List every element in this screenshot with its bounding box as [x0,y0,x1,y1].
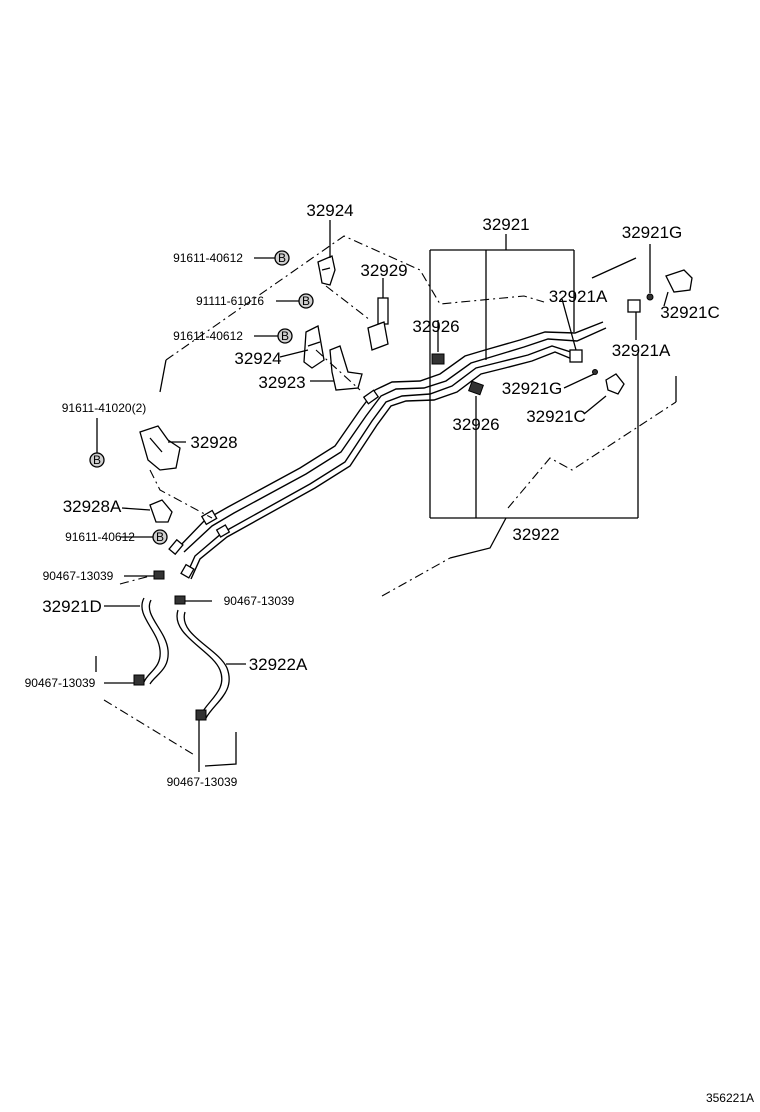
label-91611-41020: 91611-41020(2) [62,401,147,415]
label-32926-left: 32926 [412,317,459,336]
union-32921a [569,299,641,363]
tube-clip [215,524,231,538]
part-labels: 32924 32921 32921G 91611-40612 32929 329… [25,201,754,1105]
label-32921: 32921 [482,215,529,234]
label-32921a-right: 32921A [612,341,671,360]
label-32924-top: 32924 [306,201,353,220]
label-90467-13039-b: 90467-13039 [224,594,295,608]
label-32921g-top: 32921G [622,223,683,242]
label-32921a-top: 32921A [549,287,608,306]
seal-32921g [592,369,598,375]
bolt-marker-icon: B [152,529,168,545]
seal-32921g [646,293,654,301]
bolt-marker-icon: B [277,328,293,344]
bolt-marker-icon: B [89,452,105,468]
bolt-marker-icon: B [298,293,314,309]
label-90467-13039-a: 90467-13039 [43,569,114,583]
tube-fitting [180,563,195,579]
grommet-32926-left [431,353,445,365]
label-32921c-mid: 32921C [526,407,586,426]
bracket-32923 [329,345,363,391]
hose-clips [133,570,207,721]
svg-text:B: B [156,530,164,544]
label-90467-13039-d: 90467-13039 [167,775,238,789]
clamp-32928a [149,499,173,523]
brake-tube-assembly [168,321,607,580]
hose-32921d [141,597,169,685]
svg-text:B: B [302,294,310,308]
label-32922a: 32922A [249,655,308,674]
label-32921d: 32921D [42,597,102,616]
label-32921c-top: 32921C [660,303,720,322]
svg-text:B: B [278,251,286,265]
svg-text:B: B [281,329,289,343]
label-91611-40612-b: 91611-40612 [173,329,243,343]
grommet-32926-mid [468,380,484,396]
hose-32922a [176,609,230,719]
bracket-32924-top [317,255,336,286]
label-32929: 32929 [360,261,407,280]
label-90467-13039-c: 90467-13039 [25,676,96,690]
label-91611-40612-c: 91611-40612 [65,530,135,544]
label-91111-61016: 91111-61016 [196,294,264,308]
tube-clip [362,389,380,405]
tube-clip [200,509,218,526]
label-32926-mid: 32926 [452,415,499,434]
clamp-32929 [367,297,389,351]
label-32921g-mid: 32921G [502,379,563,398]
label-32922: 32922 [512,525,559,544]
figure-id: 356221A [706,1091,754,1105]
tube-fitting [168,538,184,556]
leader-lines [95,220,677,772]
label-91611-40612-a: 91611-40612 [173,251,243,265]
svg-text:B: B [93,453,101,467]
label-32928a: 32928A [63,497,122,516]
bracket-32928 [139,425,181,471]
label-32924-mid: 32924 [234,349,281,368]
dash-guide-lines [103,235,677,757]
bolt-marker-icon: B [274,250,290,266]
label-32923: 32923 [258,373,305,392]
label-32928: 32928 [190,433,237,452]
bracket-32924-mid [303,325,325,369]
tee-32921c [605,269,693,395]
